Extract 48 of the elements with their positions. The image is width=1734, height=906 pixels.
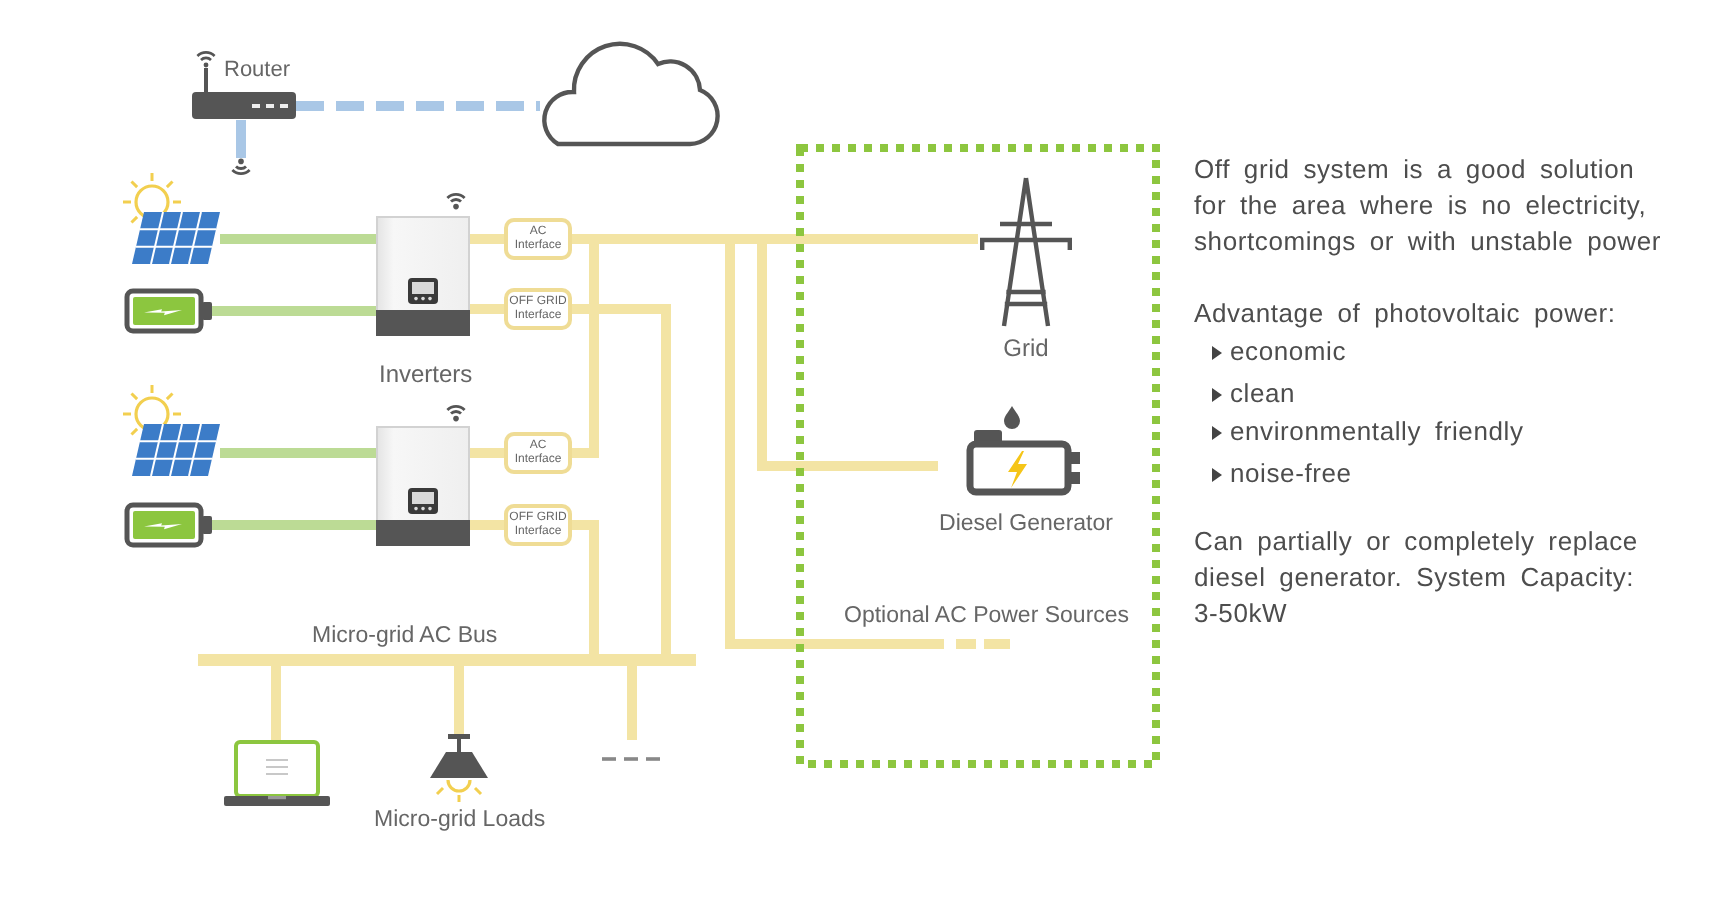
connector-line (212, 520, 376, 530)
connector-line (220, 234, 376, 244)
group-label: Micro-grid Loads (374, 806, 546, 834)
connector-line (470, 304, 504, 314)
connector-line (762, 234, 978, 244)
connector-line (730, 234, 762, 244)
interface-box (504, 432, 572, 474)
list-item: economic (1230, 334, 1347, 370)
connector-line (236, 120, 246, 158)
list-item: clean (1230, 376, 1296, 412)
battery-icon (124, 502, 212, 548)
wifi-icon (228, 158, 254, 180)
connector-line (470, 234, 504, 244)
connector-line (470, 520, 504, 530)
connector-line (627, 666, 637, 740)
interface-box (504, 288, 572, 330)
inverter-icon (376, 216, 470, 336)
connector-line (725, 239, 1010, 649)
group-label: Inverters (379, 360, 473, 388)
connector-line (454, 666, 464, 734)
interface-box (504, 218, 572, 260)
description-text: Can partially or completely replace diesel generator. System Capacity: 3-50kW (1194, 524, 1640, 632)
node-label: Router (224, 58, 291, 84)
node-label: Grid (1003, 334, 1049, 362)
list-heading: Advantage of photovoltaic power: (1194, 296, 1616, 332)
ceiling-lamp-icon (428, 734, 490, 802)
battery-icon (124, 288, 212, 334)
description-text: Off grid system is a good solution for the area where is no electricity, shortcomings or with unstable power (1194, 152, 1663, 260)
connector-line (271, 666, 281, 740)
interface-box (504, 504, 572, 546)
connector-line (212, 306, 376, 316)
bus-label: Micro-grid AC Bus (312, 622, 498, 650)
connector-line (572, 239, 599, 458)
connector-line (220, 448, 376, 458)
connector-line (594, 234, 730, 244)
dashed-connector (296, 101, 540, 111)
region-label: Optional AC Power Sources (844, 602, 1130, 630)
connector-line (572, 234, 594, 244)
connector-line (572, 304, 671, 654)
node-label: Diesel Generator (939, 510, 1113, 538)
list-item: environmentally friendly (1230, 414, 1524, 450)
cloud-shape (540, 36, 726, 150)
inverter-icon (376, 426, 470, 546)
connector-line (470, 448, 504, 458)
laptop-icon (224, 740, 330, 806)
list-item: noise-free (1230, 456, 1352, 492)
connector-line (757, 239, 938, 471)
connector-line (572, 520, 599, 654)
